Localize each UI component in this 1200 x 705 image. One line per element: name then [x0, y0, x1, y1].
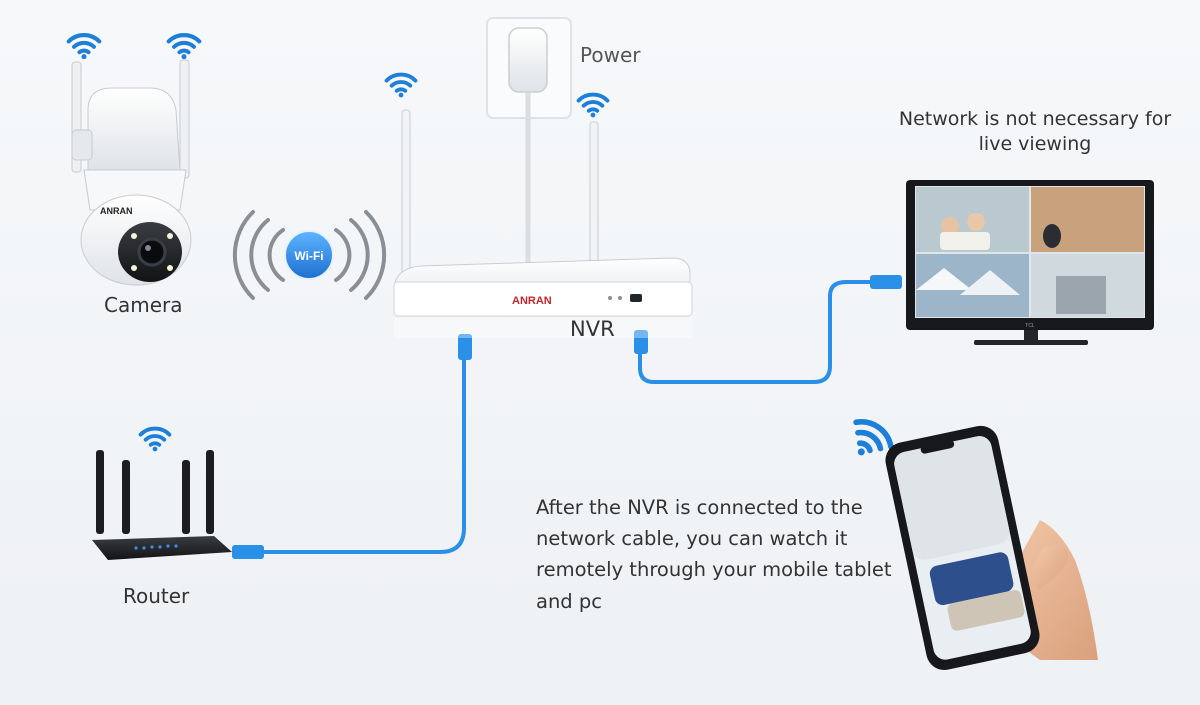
camera-brand: ANRAN: [100, 206, 133, 216]
nvr-brand: ANRAN: [512, 295, 552, 307]
power-label: Power: [580, 43, 641, 67]
remote-viewing-note: After the NVR is connected to the networ…: [536, 496, 892, 613]
ethernet-plug-icon: [232, 275, 902, 559]
cable-nvr-to-monitor: [638, 280, 874, 384]
ethernet-cables: [260, 280, 874, 554]
router-icon: [92, 450, 232, 560]
wifi-badge-label: Wi-Fi: [294, 249, 323, 263]
router-label: Router: [123, 584, 190, 608]
smartphone-icon: [885, 425, 1040, 670]
nvr-recorder-icon: ANRAN: [393, 109, 693, 338]
network-note: Network is not necessary for live viewin…: [898, 108, 1172, 155]
hand-thumb: [1032, 544, 1068, 590]
security-camera-icon: ANRAN: [71, 59, 192, 286]
nvr-label: NVR: [570, 317, 615, 341]
cable-router-to-nvr: [260, 356, 466, 554]
camera-label: Camera: [104, 293, 183, 317]
monitor-icon: TCL: [906, 180, 1154, 345]
monitor-brand: TCL: [1025, 323, 1035, 329]
power-adapter-icon: [486, 17, 572, 268]
wifi-badge-icon: Wi-Fi: [232, 210, 387, 300]
